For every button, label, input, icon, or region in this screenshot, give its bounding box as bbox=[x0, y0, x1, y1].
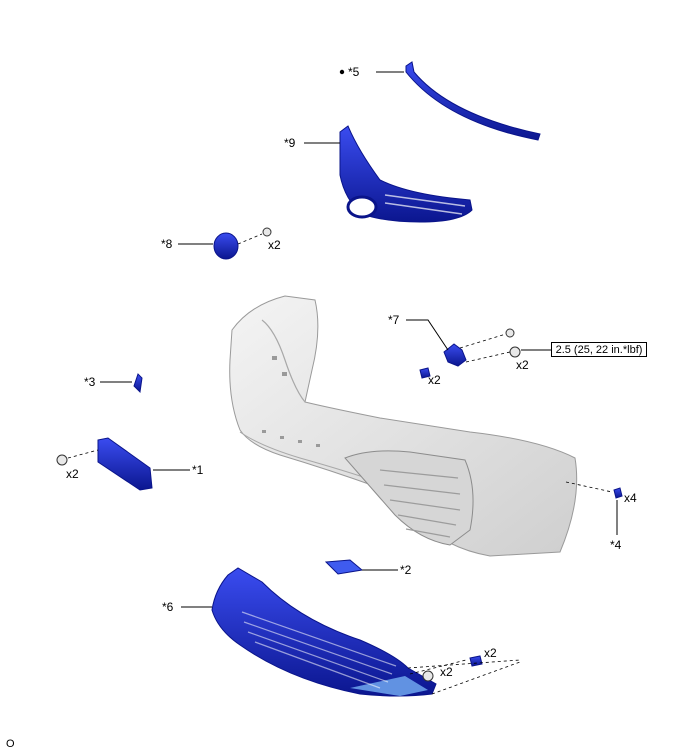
front-bumper-cover bbox=[229, 295, 578, 557]
lower-clip-right bbox=[469, 655, 483, 667]
callout-7: *7 bbox=[388, 313, 400, 327]
part-5-marker-dot bbox=[339, 69, 345, 75]
qty-bracket-clips: x2 bbox=[428, 373, 441, 387]
part-1-license-bracket bbox=[97, 437, 153, 491]
part-6-lower-grille bbox=[211, 567, 483, 697]
qty-grille-cover-clips: x2 bbox=[268, 238, 281, 252]
callout-6: *6 bbox=[162, 600, 174, 614]
bracket-bolt-lower bbox=[509, 346, 521, 358]
qty-license-bolts: x2 bbox=[66, 467, 79, 481]
bracket-bolt-upper bbox=[505, 328, 515, 338]
figure-code: O bbox=[6, 738, 15, 750]
part-9-upper-grille bbox=[339, 125, 473, 223]
callout-2: *2 bbox=[400, 563, 412, 577]
qty-side-clips: x4 bbox=[624, 491, 637, 505]
qty-bracket-bolts: x2 bbox=[516, 358, 529, 372]
callout-5: *5 bbox=[348, 65, 360, 79]
part-7-bracket bbox=[443, 343, 467, 367]
part-8-round-cover bbox=[213, 232, 239, 260]
callout-1: *1 bbox=[192, 463, 204, 477]
callout-9: *9 bbox=[284, 136, 296, 150]
callout-3: *3 bbox=[84, 375, 96, 389]
callout-4: *4 bbox=[610, 538, 622, 552]
part-4-side-clip bbox=[613, 487, 623, 499]
part-3-clip bbox=[133, 373, 143, 394]
part-5-upper-molding bbox=[405, 61, 541, 141]
license-bolt bbox=[56, 454, 68, 466]
lower-clip-left bbox=[422, 670, 434, 682]
callout-8: *8 bbox=[161, 237, 173, 251]
bracket-clip bbox=[419, 367, 431, 379]
leader-lines bbox=[100, 71, 618, 608]
qty-lower-clips-right: x2 bbox=[484, 646, 497, 660]
qty-lower-clips-left: x2 bbox=[440, 665, 453, 679]
dashed-guides bbox=[67, 233, 613, 695]
grille-cover-clip bbox=[262, 227, 272, 237]
torque-spec-box: 2.5 (25, 22 in.*lbf) bbox=[551, 342, 647, 357]
part-2-cover bbox=[324, 559, 364, 575]
